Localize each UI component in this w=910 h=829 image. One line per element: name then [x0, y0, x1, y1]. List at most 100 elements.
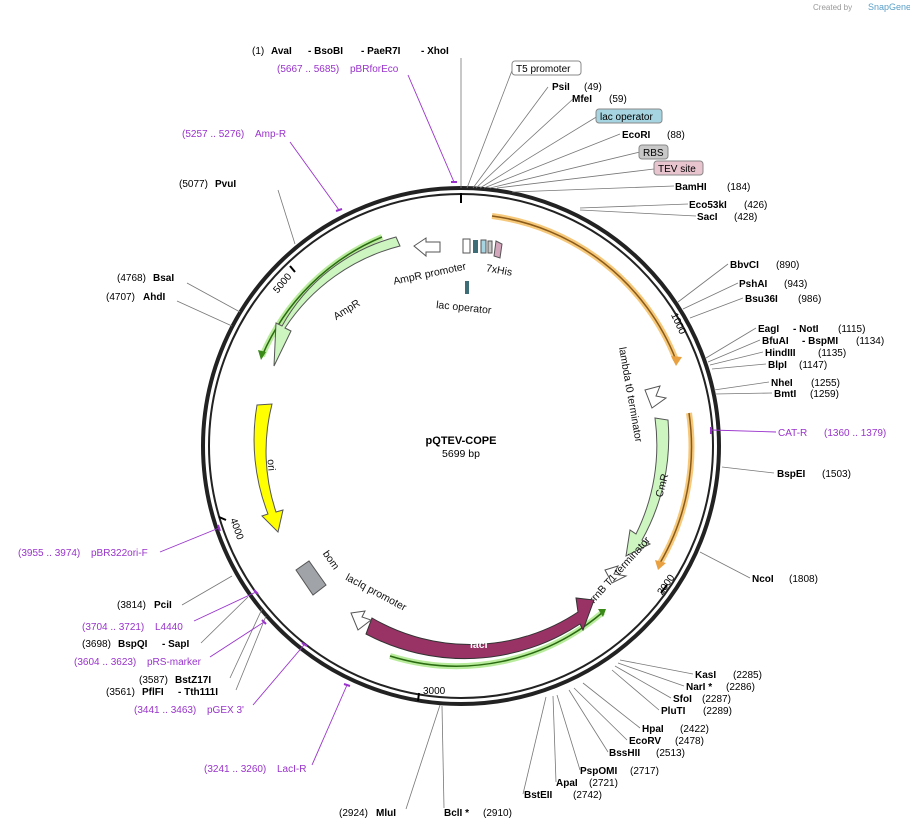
site-eagi[interactable]: EagI - NotI (1115)	[758, 324, 865, 335]
site-bsteii[interactable]: BstEII (2742)	[524, 790, 602, 801]
site-bfuai[interactable]: BfuAI - BspMI (1134)	[762, 336, 884, 347]
site-pvui[interactable]: (5077) PvuI	[179, 179, 236, 190]
lambda-terminator-mark[interactable]	[644, 385, 668, 409]
site-pos: (1147)	[799, 360, 827, 371]
site-blpi[interactable]: BlpI (1147)	[768, 360, 827, 371]
site-ncoi[interactable]: NcoI (1808)	[752, 574, 818, 585]
primer-pbr322ori-f[interactable]: (3955 .. 3974) pBR322ori-F	[18, 548, 148, 559]
ampr-promoter-arrow[interactable]	[413, 237, 441, 258]
ampr-arrow[interactable]	[273, 236, 401, 367]
site-pos: (49)	[584, 82, 602, 93]
site-pcii[interactable]: (3814) PciI	[117, 600, 172, 611]
site-eco53ki[interactable]: Eco53kI (426)	[689, 200, 767, 211]
feature-box-label: TEV site	[658, 164, 696, 175]
primer-range: (3704 .. 3721)	[82, 622, 144, 633]
primer-range: (5257 .. 5276)	[182, 129, 244, 140]
rrnb-terminator-label: rrnB T1 terminator	[587, 534, 653, 606]
laciq-promoter-label: lacIq promoter	[343, 572, 408, 614]
site-kasi[interactable]: KasI (2285)	[695, 670, 762, 681]
primer-range: (3604 .. 3623)	[74, 657, 136, 668]
primer-pgex3[interactable]: (3441 .. 3463) pGEX 3'	[134, 705, 244, 716]
ampr-promoter-label: AmpR promoter	[392, 260, 467, 287]
site-name: NarI *	[686, 682, 712, 693]
orf-arc-amp-arrow	[258, 350, 266, 360]
site-name: PshAI	[739, 279, 768, 290]
site-name: BspEI	[777, 469, 806, 480]
bom-label: bom	[320, 548, 342, 572]
rrnb-terminator-mark[interactable]	[604, 565, 628, 584]
feature-box-lac-operator[interactable]: lac operator	[595, 108, 663, 124]
primer-range: (1360 .. 1379)	[824, 428, 886, 439]
site-pos: (943)	[784, 279, 807, 290]
site-saci[interactable]: SacI (428)	[697, 212, 757, 223]
site-pos: (1)	[252, 46, 264, 57]
site-bsai[interactable]: (4768) BsaI	[117, 273, 174, 284]
site-pspomi[interactable]: PspOMI (2717)	[580, 766, 659, 777]
primer-l4440[interactable]: (3704 .. 3721) L4440	[82, 622, 183, 633]
site-pos: (2478)	[675, 736, 704, 747]
site-pflfi[interactable]: (3561) PflFI - Tth111I	[106, 687, 218, 698]
site-bbvci[interactable]: BbvCI (890)	[730, 260, 799, 271]
bom-mark[interactable]	[295, 560, 327, 596]
site-aval-group[interactable]: (1) AvaI - BsoBI - PaeR7I - XhoI	[252, 46, 449, 57]
site-name: Bsu36I	[745, 294, 778, 305]
site-nhei[interactable]: NheI (1255)	[771, 378, 840, 389]
site-nari[interactable]: NarI * (2286)	[686, 682, 755, 693]
feature-box-t5-promoter[interactable]: T5 promoter	[511, 60, 582, 76]
primer-range: (3441 .. 3463)	[134, 705, 196, 716]
site-psii[interactable]: PsiI (49)	[552, 82, 602, 93]
site-name: BspQI	[118, 639, 148, 650]
site-name: BclI *	[444, 808, 469, 819]
cmr-arrow[interactable]	[625, 417, 670, 557]
primer-amp-r[interactable]: (5257 .. 5276) Amp-R	[182, 129, 286, 140]
orf-arc-1-arrow	[671, 356, 682, 366]
site-bspqi[interactable]: (3698) BspQI - SapI	[82, 639, 189, 650]
primer-prs-marker[interactable]: (3604 .. 3623) pRS-marker	[74, 657, 202, 668]
site-name: BlpI	[768, 360, 787, 371]
site-name: BbvCI	[730, 260, 759, 271]
site-pos: (59)	[609, 94, 627, 105]
site-bcli[interactable]: BclI * (2910)	[444, 808, 512, 819]
feature-box-tev-site[interactable]: TEV site	[653, 160, 704, 176]
primer-leader-lines	[159, 74, 777, 766]
lac-operator-lower-label: lac operator	[436, 299, 493, 317]
site-mfei[interactable]: MfeI (59)	[572, 94, 627, 105]
site-sfoi[interactable]: SfoI (2287)	[673, 694, 731, 705]
site-bsu36i[interactable]: Bsu36I (986)	[745, 294, 821, 305]
leader-lines	[176, 58, 775, 810]
primer-name: pGEX 3'	[207, 705, 244, 716]
site-apai[interactable]: ApaI (2721)	[556, 778, 618, 789]
site-name: Eco53kI	[689, 200, 727, 211]
primer-name: CAT-R	[778, 428, 807, 439]
site-bmti[interactable]: BmtI (1259)	[774, 389, 839, 400]
primer-laci-r[interactable]: (3241 .. 3260) LacI-R	[204, 764, 306, 775]
site-ecori[interactable]: EcoRI (88)	[622, 130, 685, 141]
ori-arrow[interactable]	[253, 403, 284, 533]
site-bamhi[interactable]: BamHI (184)	[675, 182, 750, 193]
site-hindiii[interactable]: HindIII (1135)	[765, 348, 846, 359]
site-name: HpaI	[642, 724, 664, 735]
site-name: EagI	[758, 324, 779, 335]
laciq-promoter-mark[interactable]	[350, 610, 373, 631]
laci-arrow[interactable]	[365, 597, 595, 660]
site-name: PspOMI	[580, 766, 617, 777]
t5-promoter-mark	[462, 238, 471, 254]
feature-box-rbs[interactable]: RBS	[638, 144, 669, 160]
site-pluti[interactable]: PluTI (2289)	[661, 706, 732, 717]
site-pos: (2289)	[703, 706, 732, 717]
site-hpai[interactable]: HpaI (2422)	[642, 724, 709, 735]
site-mlui[interactable]: (2924) MluI	[339, 808, 396, 819]
site-bstz17i[interactable]: (3587) BstZ17I	[139, 675, 211, 686]
site-ecorv[interactable]: EcoRV (2478)	[629, 736, 704, 747]
site-ahdi[interactable]: (4707) AhdI	[106, 292, 165, 303]
site-pshai[interactable]: PshAI (943)	[739, 279, 807, 290]
site-bsshii[interactable]: BssHII (2513)	[609, 748, 685, 759]
site-bspei[interactable]: BspEI (1503)	[777, 469, 851, 480]
primer-pbrforeco[interactable]: (5667 .. 5685) pBRforEco	[277, 64, 399, 75]
site-name: MfeI	[572, 94, 592, 105]
primer-cat-r[interactable]: CAT-R (1360 .. 1379)	[778, 428, 886, 439]
credit-text: Created by	[813, 3, 852, 12]
site-name: - Tth111I	[178, 687, 218, 698]
